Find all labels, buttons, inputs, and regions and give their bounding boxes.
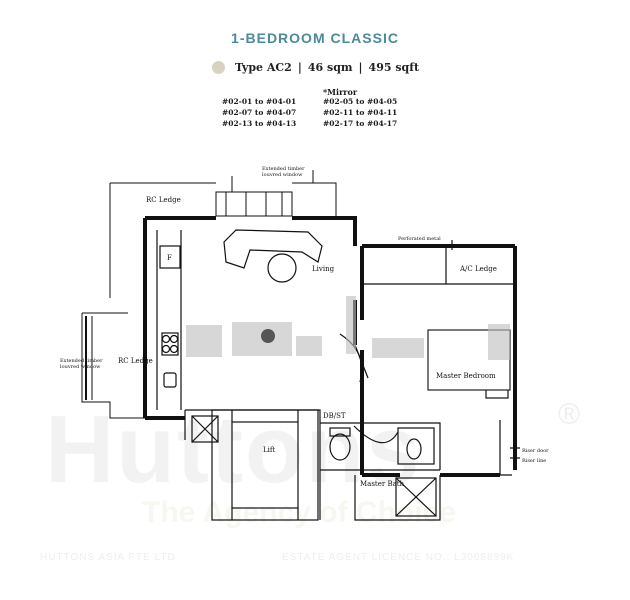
label-perforated-metal: Perforated metal [398, 236, 441, 242]
lift-shaft-outer [211, 409, 319, 521]
separator: | [358, 61, 363, 74]
riser-wall [499, 420, 512, 476]
armchair [267, 253, 297, 283]
blurred-furniture [346, 296, 356, 354]
watermark-tagline: The Agency of Choice [142, 496, 456, 529]
unit-range: #02-17 to #04-17 [323, 119, 398, 128]
blurred-furniture [488, 324, 510, 360]
label-living: Living [312, 265, 335, 273]
blurred-furniture [372, 338, 424, 358]
blurred-furniture [186, 325, 222, 357]
label-db-st: DB/ST [323, 412, 346, 420]
label-lift: Lift [263, 446, 275, 454]
door-leaf [354, 344, 369, 379]
unit-range: #02-11 to #04-11 [323, 108, 398, 117]
blurred-furniture [296, 336, 322, 356]
vent-cross [191, 415, 219, 443]
label-riser-line: Riser line [522, 458, 546, 464]
label-rc-ledge-left: RC Ledge [118, 357, 153, 365]
bath-wall [320, 422, 441, 470]
riser-leaders [510, 447, 520, 459]
unit-size-sqft: 495 sqft [368, 61, 420, 74]
unit-range: #02-01 to #04-01 [222, 97, 297, 106]
burner [161, 344, 171, 354]
burner [169, 334, 179, 344]
lift-frame [231, 410, 299, 520]
unit-list-left: #02-01 to #04-01 #02-07 to #04-07 #02-13… [222, 96, 296, 129]
watermark-registered-mark: ® [558, 398, 581, 431]
ledge-outline [81, 313, 145, 419]
wall [292, 216, 357, 246]
unit-range: #02-13 to #04-13 [222, 119, 297, 128]
label-rc-ledge-top: RC Ledge [146, 196, 181, 204]
watermark-licence: ESTATE AGENT LICENCE NO.: L3008899K [282, 552, 515, 563]
ledge-outline [292, 182, 337, 218]
label-riser-door: Riser door [522, 448, 549, 454]
coffee-table [261, 329, 275, 343]
label-ac-ledge: A/C Ledge [459, 265, 497, 273]
fridge [159, 245, 181, 269]
unit-type-row: Type AC2 | 46 sqm | 495 sqft [212, 61, 419, 74]
basin [406, 438, 422, 460]
label-master-bedroom: Master Bedroom [436, 372, 496, 380]
louvred-window-top [215, 191, 293, 217]
unit-type-label: Type AC2 [235, 61, 292, 74]
page-title: 1-BEDROOM CLASSIC [231, 30, 399, 46]
label-master-bath: Master Bath [360, 480, 405, 488]
mirror-label: *Mirror [323, 87, 358, 97]
unit-range: #02-05 to #04-05 [323, 97, 398, 106]
window-mullions [225, 192, 283, 216]
lift-car [231, 421, 299, 509]
burner [161, 334, 171, 344]
sofa [223, 229, 323, 269]
unit-list-right: #02-05 to #04-05 #02-11 to #04-11 #02-17… [323, 96, 397, 129]
sink [163, 372, 177, 388]
bath-door-swing [353, 425, 399, 444]
shower-area [354, 475, 441, 521]
separator: | [297, 61, 302, 74]
unit-type-swatch [212, 61, 225, 74]
stove [161, 332, 179, 356]
corridor-wall [185, 409, 321, 520]
toilet-cistern [329, 427, 351, 437]
toilet [329, 433, 351, 461]
shower-tray [395, 477, 437, 517]
vent-box [191, 415, 219, 443]
basin-counter [397, 427, 435, 465]
burner [169, 344, 179, 354]
label-fridge: F [167, 254, 172, 262]
unit-size-sqm: 46 sqm [307, 61, 353, 74]
watermark-company: HUTTONS ASIA PTE LTD [40, 552, 176, 563]
shower-cross [395, 477, 437, 517]
unit-range: #02-07 to #04-07 [222, 108, 297, 117]
